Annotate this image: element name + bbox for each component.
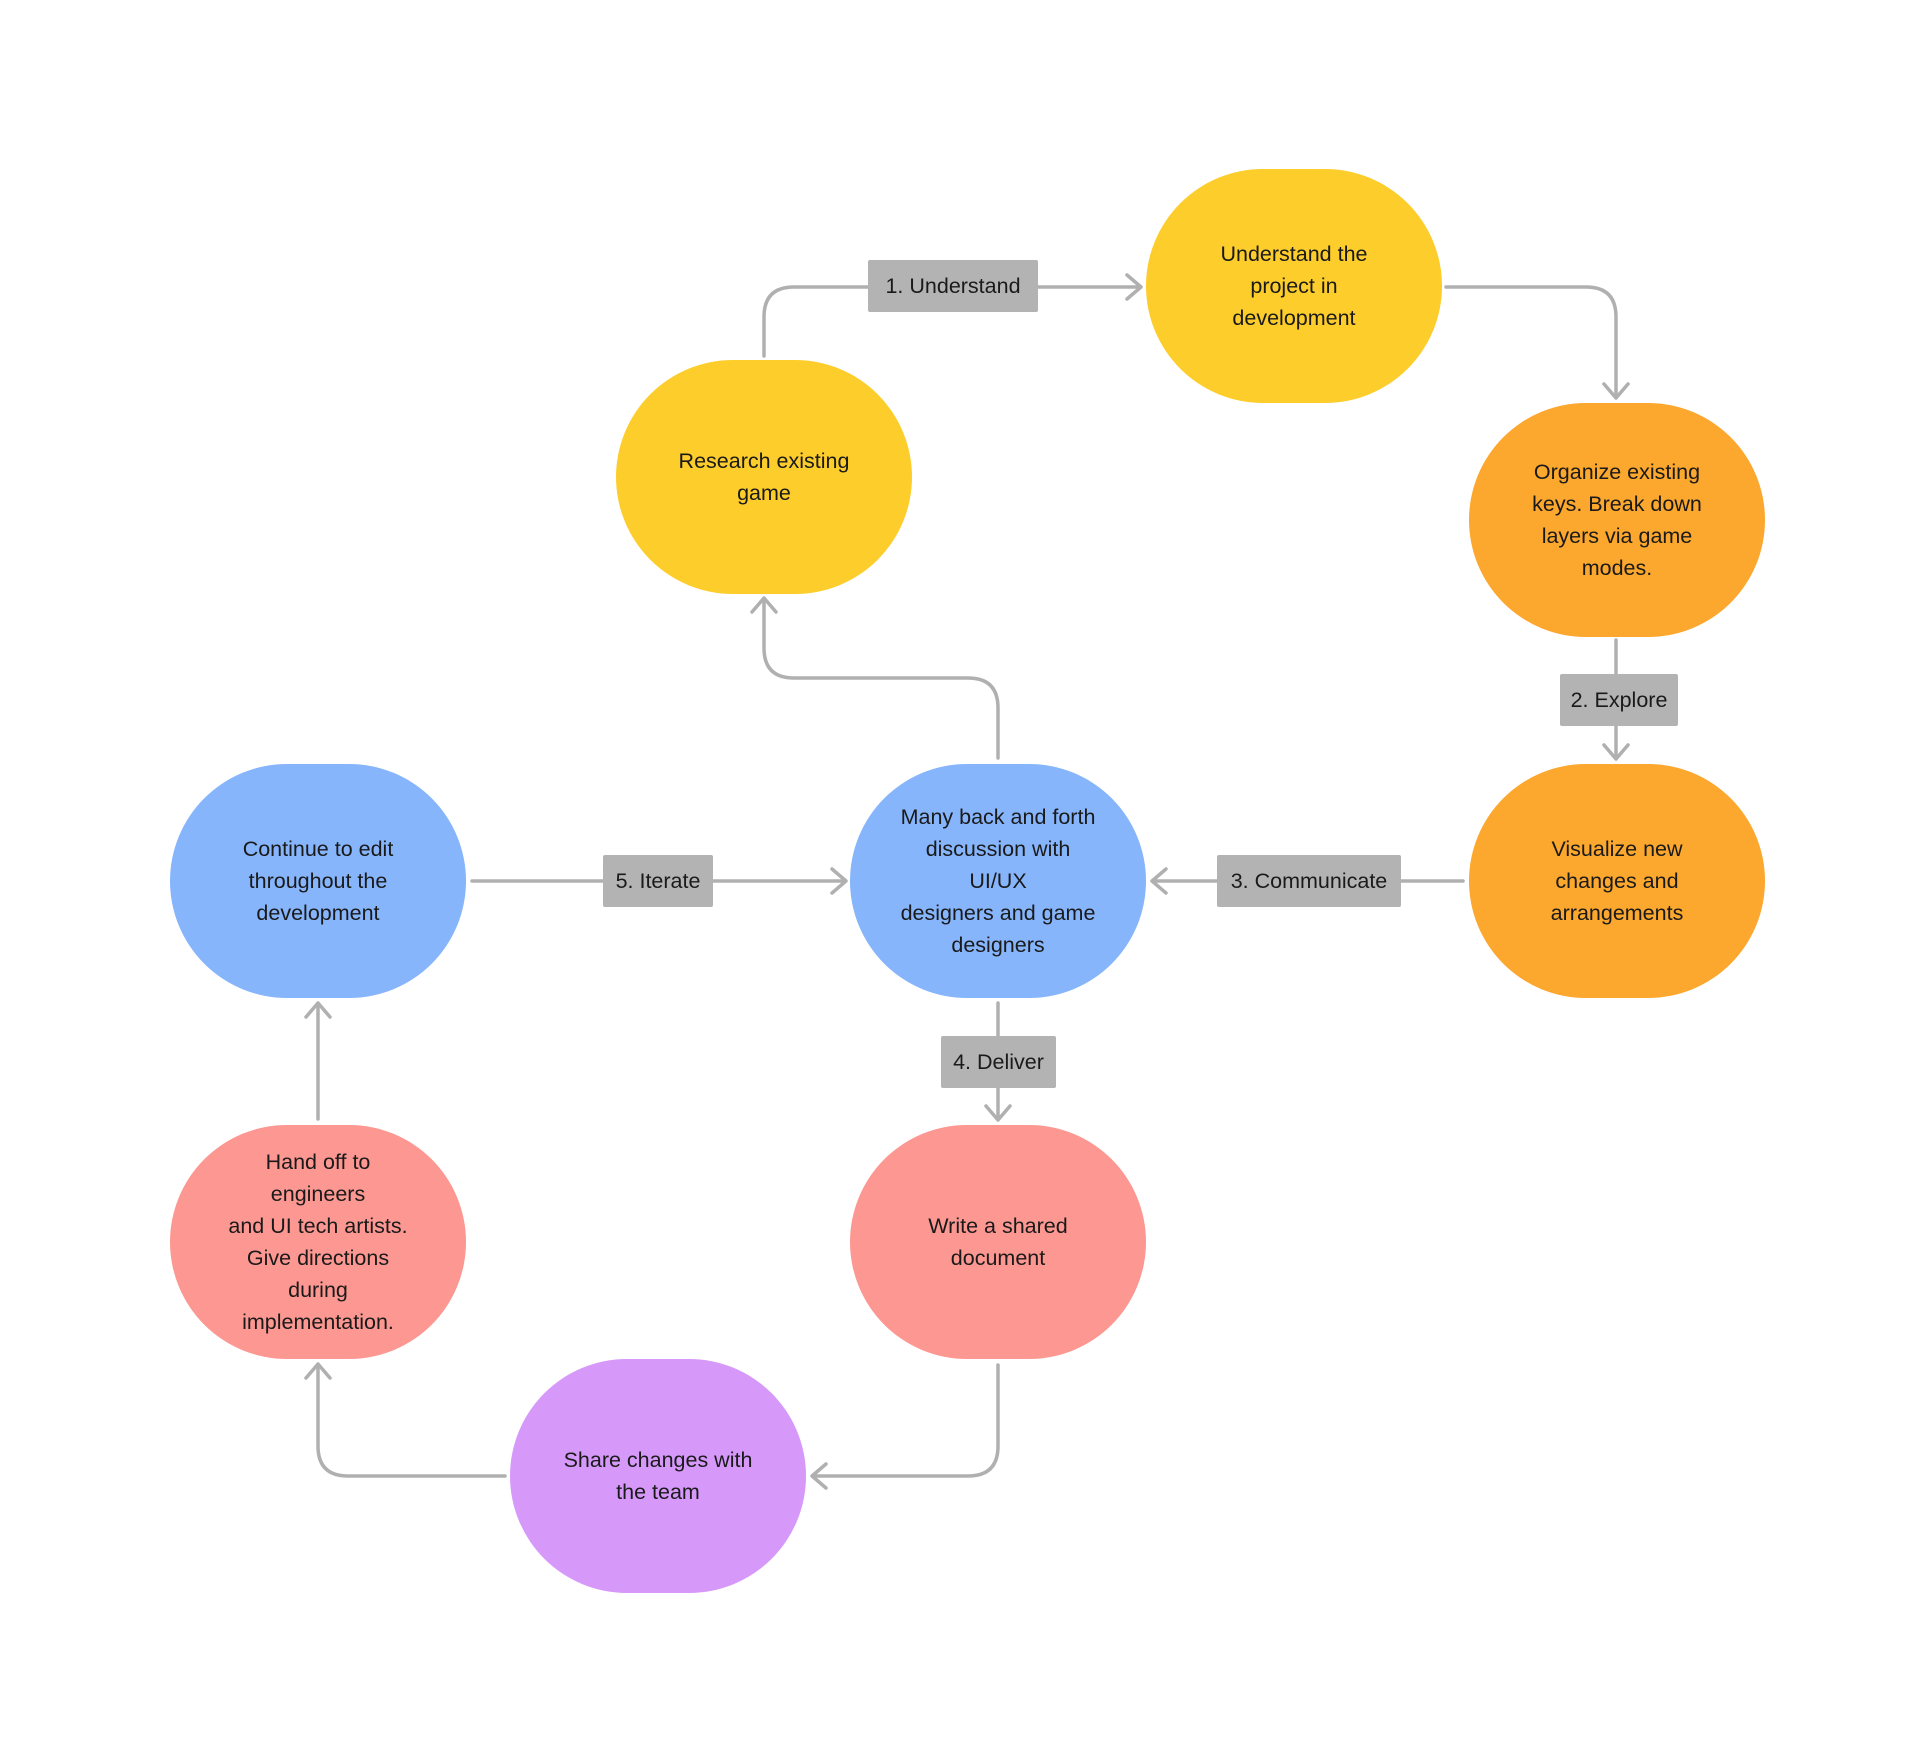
arrowhead-share: [810, 1462, 828, 1490]
arrowhead-continue: [304, 1001, 332, 1019]
node-continue-edit: Continue to edit throughout the developm…: [170, 764, 466, 998]
step-label-deliver: 4. Deliver: [941, 1036, 1056, 1088]
node-visualize-changes: Visualize new changes and arrangements: [1469, 764, 1765, 998]
node-understand-project: Understand the project in development: [1146, 169, 1442, 403]
node-text: Write a shared document: [928, 1214, 1068, 1270]
connector-discussion-to-research: [762, 597, 1000, 760]
arrowhead-understand: [1125, 273, 1143, 301]
connector-understand-to-organize: [1444, 285, 1618, 399]
node-text: Hand off to engineers and UI tech artist…: [228, 1150, 408, 1334]
node-discussion: Many back and forth discussion with UI/U…: [850, 764, 1146, 998]
node-research-game: Research existing game: [616, 360, 912, 594]
node-text: Many back and forth discussion with UI/U…: [900, 805, 1096, 957]
arrowhead-document: [984, 1104, 1012, 1122]
node-shared-document: Write a shared document: [850, 1125, 1146, 1359]
arrowhead-visualize: [1602, 743, 1630, 761]
node-text: Share changes with the team: [563, 1448, 753, 1504]
step-label-understand: 1. Understand: [868, 260, 1038, 312]
node-text: Understand the project in development: [1220, 242, 1368, 330]
arrowhead-research: [750, 596, 778, 614]
node-hand-off: Hand off to engineers and UI tech artist…: [170, 1125, 466, 1359]
node-text: Research existing game: [678, 449, 850, 505]
node-text: Visualize new changes and arrangements: [1550, 837, 1684, 925]
step-label-explore: 2. Explore: [1560, 674, 1678, 726]
node-organize-keys: Organize existing keys. Break down layer…: [1469, 403, 1765, 637]
arrowhead-discussion-right: [1150, 867, 1168, 895]
arrowhead-discussion-left: [830, 867, 848, 895]
step-label-communicate: 3. Communicate: [1217, 855, 1401, 907]
node-share-changes: Share changes with the team: [510, 1359, 806, 1593]
node-text: Organize existing keys. Break down layer…: [1532, 460, 1702, 580]
node-text: Continue to edit throughout the developm…: [242, 837, 394, 925]
arrowhead-organize: [1602, 382, 1630, 400]
step-label-iterate: 5. Iterate: [603, 855, 713, 907]
arrowhead-handoff: [304, 1362, 332, 1380]
connector-share-to-handoff: [316, 1363, 507, 1478]
connector-document-to-share: [811, 1363, 1000, 1478]
connector-research-to-understand: [762, 285, 1142, 358]
